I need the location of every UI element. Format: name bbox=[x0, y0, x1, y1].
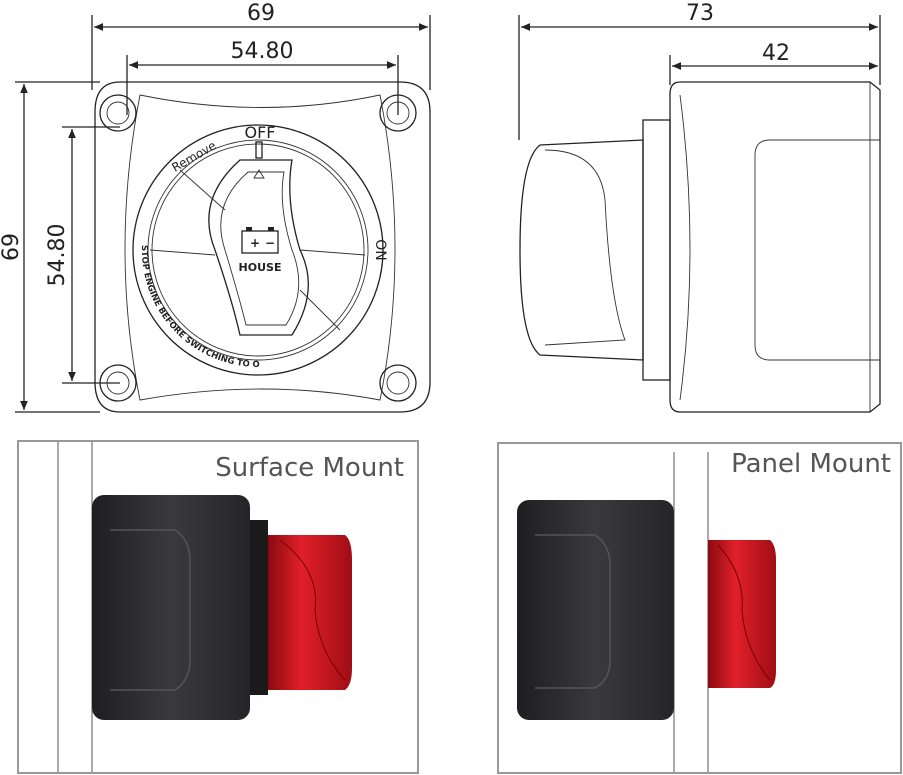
body-side-outline bbox=[669, 81, 881, 413]
mounting-hole-icon bbox=[99, 94, 137, 132]
dimension-depth-body: 42 bbox=[669, 41, 878, 85]
mounting-holes bbox=[99, 94, 417, 402]
svg-text:+: + bbox=[250, 236, 260, 250]
dimension-label: 54.80 bbox=[231, 39, 294, 64]
dimension-label: 73 bbox=[686, 1, 714, 26]
dimension-height-overall: 69 bbox=[0, 81, 100, 413]
dimension-depth-overall: 73 bbox=[518, 1, 881, 140]
dimension-width-holes: 54.80 bbox=[126, 39, 399, 115]
switch-body-outline bbox=[94, 81, 431, 413]
dimension-label: 69 bbox=[0, 233, 24, 261]
dimension-label: 69 bbox=[247, 1, 275, 26]
surface-mount-panel: Surface Mount bbox=[17, 440, 419, 774]
mounting-hole-icon bbox=[379, 364, 417, 402]
off-label: OFF bbox=[245, 123, 276, 142]
on-label: ON bbox=[372, 239, 388, 261]
mounting-hole-icon bbox=[379, 94, 417, 132]
dimension-label: 54.80 bbox=[45, 224, 70, 287]
dimension-height-holes: 54.80 bbox=[45, 126, 120, 384]
mount-type-label: Panel Mount bbox=[731, 449, 891, 479]
flange-outline bbox=[642, 119, 671, 381]
warning-text: STOP ENGINE BEFORE SWITCHING TO OFF bbox=[0, 0, 260, 370]
front-view: 69 54.80 69 54.80 bbox=[0, 0, 431, 413]
panel-mount-panel: Panel Mount bbox=[497, 442, 902, 774]
svg-text:−: − bbox=[265, 236, 275, 250]
indicator-triangle-icon bbox=[253, 169, 265, 179]
mount-type-label: Surface Mount bbox=[215, 453, 404, 483]
switch-body-image bbox=[92, 495, 250, 720]
bank-label: HOUSE bbox=[239, 261, 282, 274]
side-view: 73 42 bbox=[518, 1, 881, 413]
battery-icon: +− bbox=[241, 227, 279, 254]
red-knob-image bbox=[268, 535, 352, 690]
remove-label: Remove bbox=[169, 138, 218, 174]
mounting-hole-icon bbox=[99, 364, 137, 402]
switch-body-image bbox=[517, 500, 674, 720]
rotary-dial: +− HOUSE OFF ON Remove STOP ENGINE BEFOR… bbox=[0, 0, 388, 376]
knob-side-outline bbox=[519, 139, 644, 361]
dimension-label: 42 bbox=[762, 41, 790, 66]
knob-outline bbox=[208, 159, 309, 336]
dimension-width-overall: 69 bbox=[91, 1, 431, 90]
